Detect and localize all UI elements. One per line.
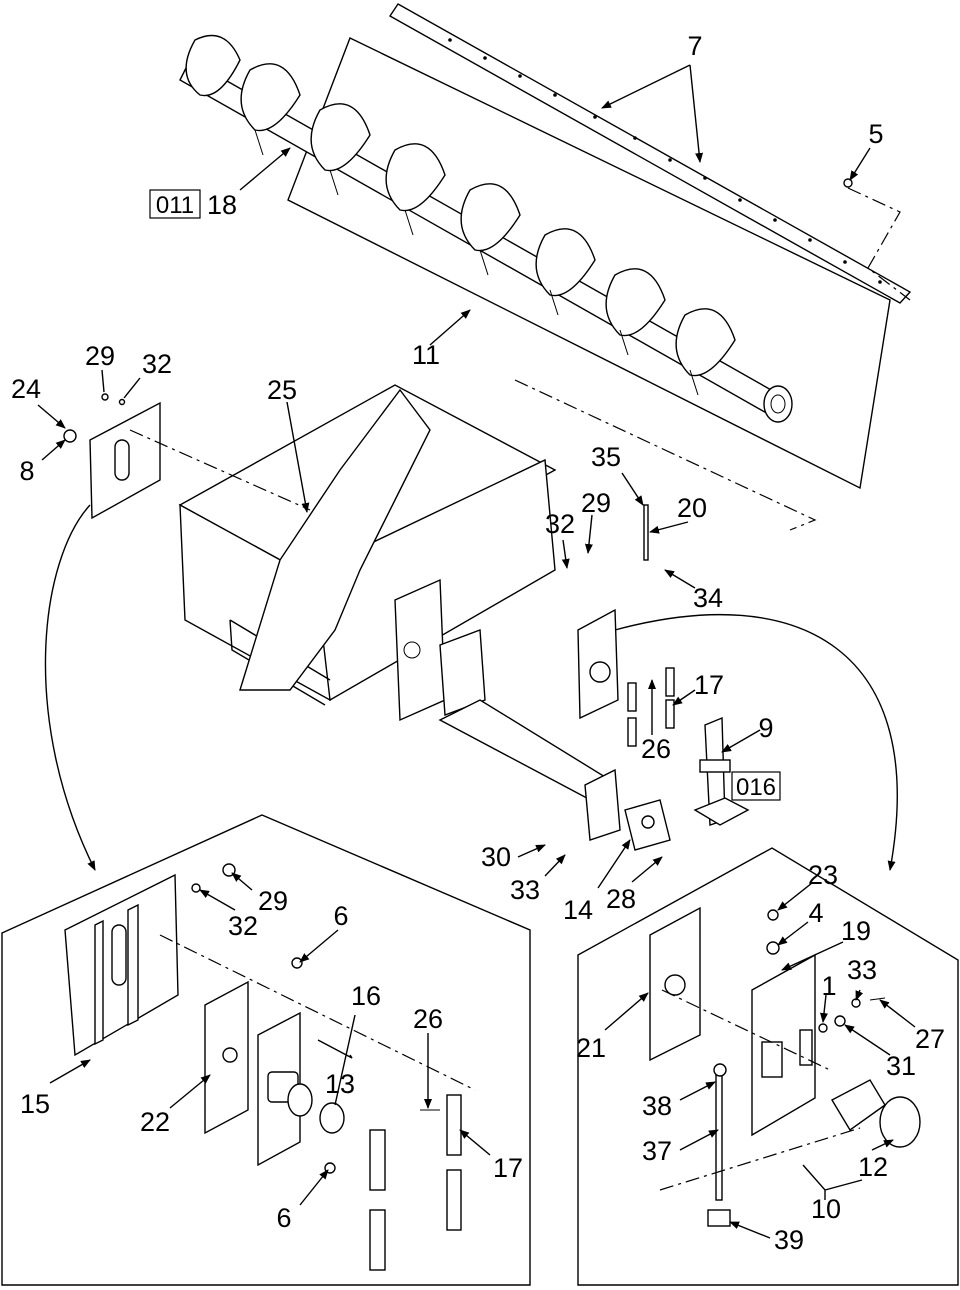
callout-37: 37	[642, 1136, 672, 1166]
callout-24: 24	[11, 374, 41, 404]
callout-33-mid: 33	[510, 875, 540, 905]
strip-7	[388, 3, 912, 304]
tube-37	[715, 1069, 723, 1201]
zerk-6	[291, 957, 303, 969]
jack-foot	[693, 797, 750, 826]
callout-19: 19	[841, 916, 871, 946]
callout-numbers: 7 5 18 11 29 32 24 8 25 35 20 32 29 34 1…	[11, 31, 945, 1255]
reference-label-016: 016	[736, 774, 776, 801]
callout-32-mid: 32	[545, 509, 575, 539]
bushing-16	[319, 1102, 345, 1134]
strap-17a	[369, 1129, 386, 1191]
callout-33-inset: 33	[847, 955, 877, 985]
auger-assembly	[179, 3, 912, 490]
callout-29-mid: 29	[581, 488, 611, 518]
callout-35: 35	[591, 442, 621, 472]
cover-plate-slot	[114, 439, 130, 481]
callout-31: 31	[886, 1051, 916, 1081]
callout-29-left: 29	[85, 341, 115, 371]
callout-14: 14	[563, 895, 593, 925]
callout-26-upper: 26	[641, 734, 671, 764]
strip-7-holes	[448, 38, 882, 284]
callout-20: 20	[677, 493, 707, 523]
nut-29	[101, 393, 109, 401]
jack-9	[693, 716, 750, 826]
auger-flights	[185, 34, 736, 396]
callout-34: 34	[693, 583, 723, 613]
main-frame	[178, 379, 817, 851]
leader-lines	[37, 64, 916, 1239]
callout-18: 18	[207, 190, 237, 220]
inset-plate-19	[751, 953, 816, 1137]
callout-22: 22	[140, 1107, 170, 1137]
callout-30: 30	[481, 842, 511, 872]
callout-28: 28	[606, 884, 636, 914]
bolt-5	[843, 178, 853, 188]
callout-29-inset: 29	[258, 886, 288, 916]
auger-shaft-end	[763, 385, 793, 423]
callout-17-inset: 17	[493, 1153, 523, 1183]
left-detail-inset	[1, 814, 531, 1286]
bushing-12	[879, 1096, 921, 1148]
callout-15: 15	[20, 1089, 50, 1119]
callout-25: 25	[267, 375, 297, 405]
callout-5: 5	[868, 119, 883, 149]
transfer-arrow-left	[44, 504, 96, 871]
callout-27: 27	[915, 1024, 945, 1054]
callout-7: 7	[687, 31, 702, 61]
callout-23: 23	[808, 860, 838, 890]
frame-front-plate	[314, 458, 556, 702]
callout-16: 16	[351, 981, 381, 1011]
callout-13: 13	[325, 1069, 355, 1099]
callout-38: 38	[642, 1091, 672, 1121]
reference-label-011: 011	[156, 192, 194, 219]
bracket	[439, 629, 486, 716]
left-cover-plate	[63, 393, 311, 520]
pin-20	[643, 504, 649, 561]
washer-32	[118, 398, 126, 406]
callout-21: 21	[576, 1033, 606, 1063]
bearing-10	[831, 1079, 886, 1132]
callout-39: 39	[774, 1225, 804, 1255]
reference-box-011[interactable]: 011	[149, 189, 201, 219]
transfer-arrow-right	[614, 613, 898, 871]
hitch-plate	[584, 768, 621, 841]
right-bearing-plate	[577, 504, 675, 747]
callout-4: 4	[808, 898, 823, 928]
callout-10: 10	[811, 1194, 841, 1224]
callout-9: 9	[758, 713, 773, 743]
callout-6-top: 6	[333, 901, 348, 931]
callout-26-inset: 26	[413, 1004, 443, 1034]
callout-1: 1	[821, 971, 836, 1001]
reference-box-016[interactable]: 016	[731, 771, 781, 801]
frame-dash-outline	[514, 379, 817, 531]
bushing-8	[63, 429, 77, 443]
callout-8: 8	[19, 456, 34, 486]
callout-11: 11	[412, 340, 440, 370]
callout-32-inset: 32	[228, 911, 258, 941]
frame-break-out	[239, 388, 431, 691]
callout-6-bottom: 6	[276, 1203, 291, 1233]
callout-12: 12	[858, 1152, 888, 1182]
callout-32-left: 32	[142, 349, 172, 379]
right-detail-inset	[577, 847, 959, 1286]
callout-17-upper: 17	[694, 670, 724, 700]
